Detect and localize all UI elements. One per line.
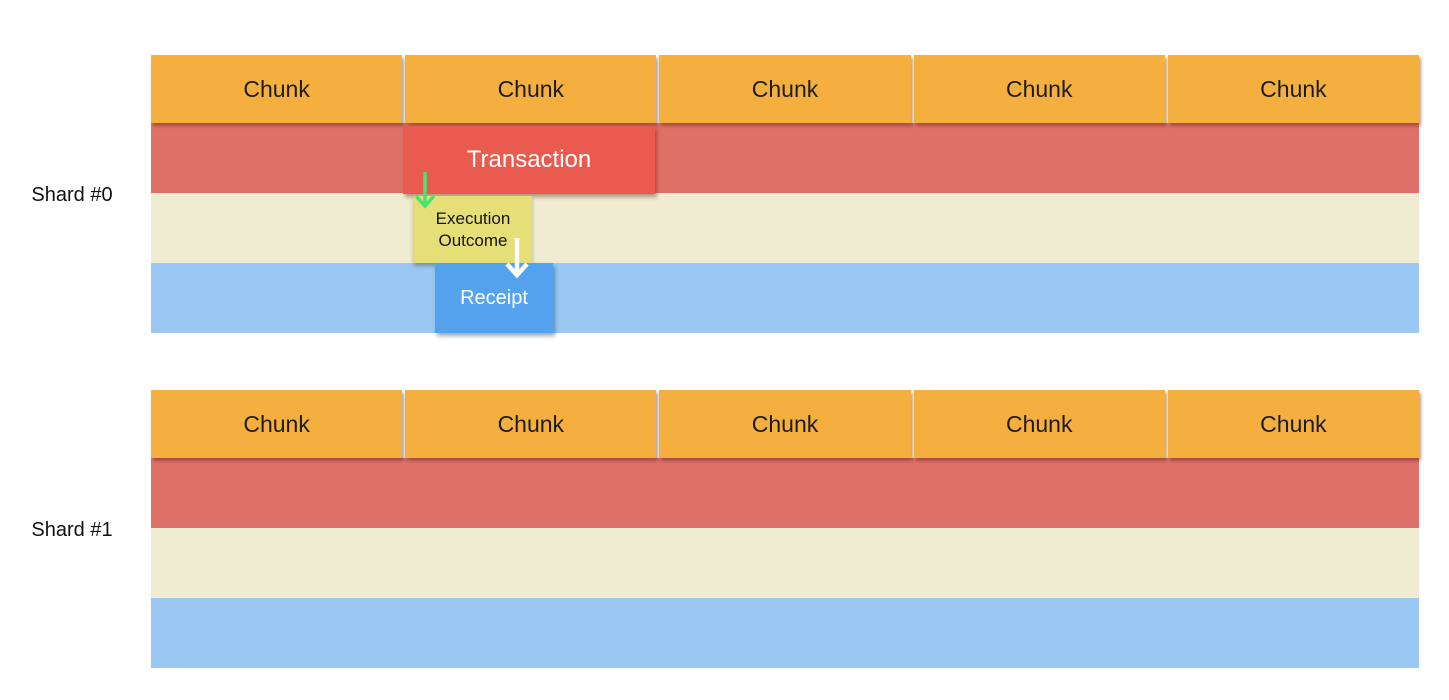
shard-0-outcome-band [151,193,1419,263]
shard-1-label: Shard #1 [31,519,113,541]
shard-1-block: Chunk Chunk Chunk Chunk Chunk [151,390,1420,668]
chunk-box: Chunk [659,390,911,458]
chunk-box: Chunk [405,390,657,458]
receipt-box: Receipt [435,263,553,333]
shard-1-outcome-band [151,528,1419,598]
shard-0-block: Chunk Chunk Chunk Chunk Chunk [151,55,1420,333]
shard-1-receipt-band [151,598,1419,668]
shard-0-receipt-band [151,263,1419,333]
shard-0-label: Shard #0 [31,184,113,206]
execution-outcome-box: Execution Outcome [414,196,532,263]
execution-outcome-line2: Outcome [438,230,508,250]
chunk-box: Chunk [659,55,911,123]
shard-1-chunk-row: Chunk Chunk Chunk Chunk Chunk [151,390,1420,458]
shard-1-transaction-band [151,458,1419,528]
chunk-box: Chunk [913,390,1165,458]
transaction-box: Transaction [403,126,655,194]
white-down-arrow-icon [505,238,529,279]
chunk-box: Chunk [405,55,657,123]
execution-outcome-line1: Execution [435,208,511,228]
shard-0-transaction-band [151,123,1419,193]
green-down-arrow-icon [414,172,436,209]
chunk-box: Chunk [151,55,403,123]
chunk-box: Chunk [1167,55,1420,123]
chunk-box: Chunk [1167,390,1420,458]
chunk-box: Chunk [151,390,403,458]
chunk-box: Chunk [913,55,1165,123]
shard-0-chunk-row: Chunk Chunk Chunk Chunk Chunk [151,55,1420,123]
